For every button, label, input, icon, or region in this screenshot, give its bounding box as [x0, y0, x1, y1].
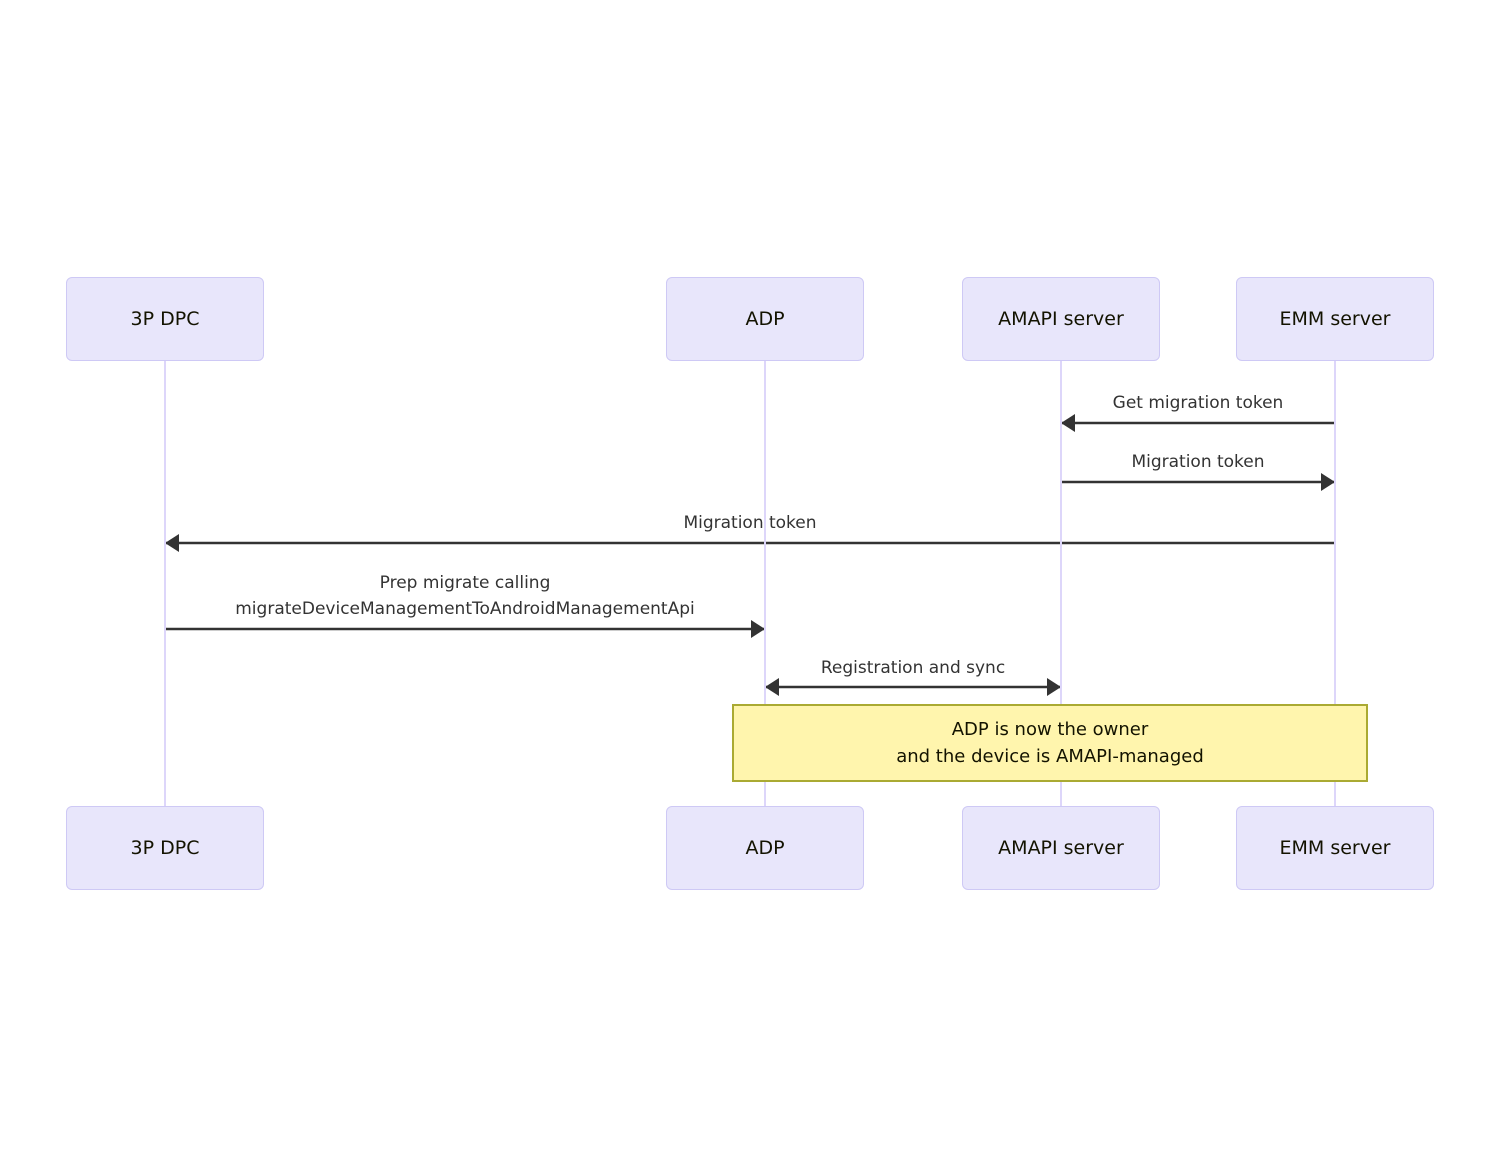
participant-label: AMAPI server — [998, 307, 1124, 330]
arrow-head-left — [765, 678, 779, 696]
arrow-head — [165, 534, 179, 552]
participant-label: 3P DPC — [130, 836, 200, 859]
participant-adp-bottom[interactable]: ADP — [666, 806, 864, 890]
participant-dpc-top[interactable]: 3P DPC — [66, 277, 264, 361]
participant-label: 3P DPC — [130, 307, 200, 330]
note-text: ADP is now the owner and the device is A… — [896, 719, 1204, 767]
participant-amapi-top[interactable]: AMAPI server — [962, 277, 1160, 361]
lifeline-amapi — [1060, 361, 1062, 806]
message-arrow-m4 — [165, 620, 765, 638]
message-arrow-m1 — [1061, 414, 1335, 432]
lifeline-emm — [1334, 361, 1336, 806]
lifeline-adp — [764, 361, 766, 806]
participant-emm-bottom[interactable]: EMM server — [1236, 806, 1434, 890]
lifeline-dpc — [164, 361, 166, 806]
participant-label: EMM server — [1279, 307, 1391, 330]
message-arrow-m2 — [1061, 473, 1335, 491]
participant-label: ADP — [745, 307, 785, 330]
note-n1: ADP is now the owner and the device is A… — [732, 704, 1368, 782]
message-arrow-m3 — [165, 534, 1335, 552]
participant-label: ADP — [745, 836, 785, 859]
arrow-head — [751, 620, 765, 638]
participant-label: AMAPI server — [998, 836, 1124, 859]
participant-label: EMM server — [1279, 836, 1391, 859]
participant-emm-top[interactable]: EMM server — [1236, 277, 1434, 361]
arrow-head-right — [1047, 678, 1061, 696]
message-arrow-m5 — [765, 678, 1061, 696]
participant-amapi-bottom[interactable]: AMAPI server — [962, 806, 1160, 890]
participant-adp-top[interactable]: ADP — [666, 277, 864, 361]
arrow-head — [1061, 414, 1075, 432]
participant-dpc-bottom[interactable]: 3P DPC — [66, 806, 264, 890]
arrow-head — [1321, 473, 1335, 491]
